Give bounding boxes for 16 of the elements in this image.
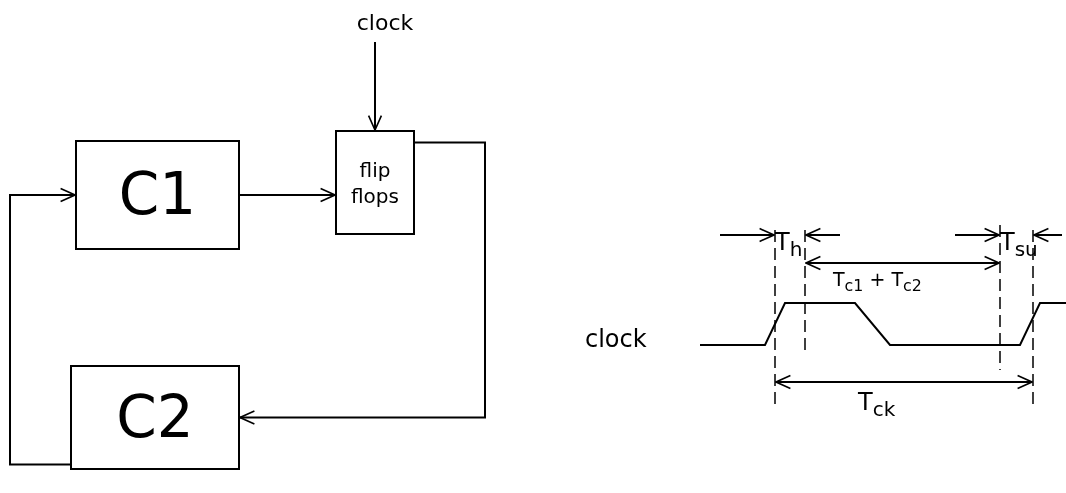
flip-flop-block: [335, 130, 415, 235]
circuit-block: [75, 140, 240, 250]
arrow: [239, 141, 486, 425]
circuit-block: [70, 365, 240, 470]
time-label: T$_{ck}$: [858, 388, 896, 421]
signal-label: clock: [585, 325, 647, 353]
arrow: [367, 41, 383, 131]
time-label: T$_{su}$: [1000, 228, 1038, 261]
signal-label: clock: [356, 8, 414, 37]
time-label: T$_{c1}$ + T$_{c2}$: [833, 268, 922, 295]
arrow: [9, 187, 76, 466]
block-label: flip flops: [350, 156, 400, 209]
block-label: C2: [116, 381, 194, 453]
arrow: [239, 187, 336, 203]
block-label: C1: [118, 159, 197, 231]
time-label: T$_{h}$: [775, 228, 803, 261]
